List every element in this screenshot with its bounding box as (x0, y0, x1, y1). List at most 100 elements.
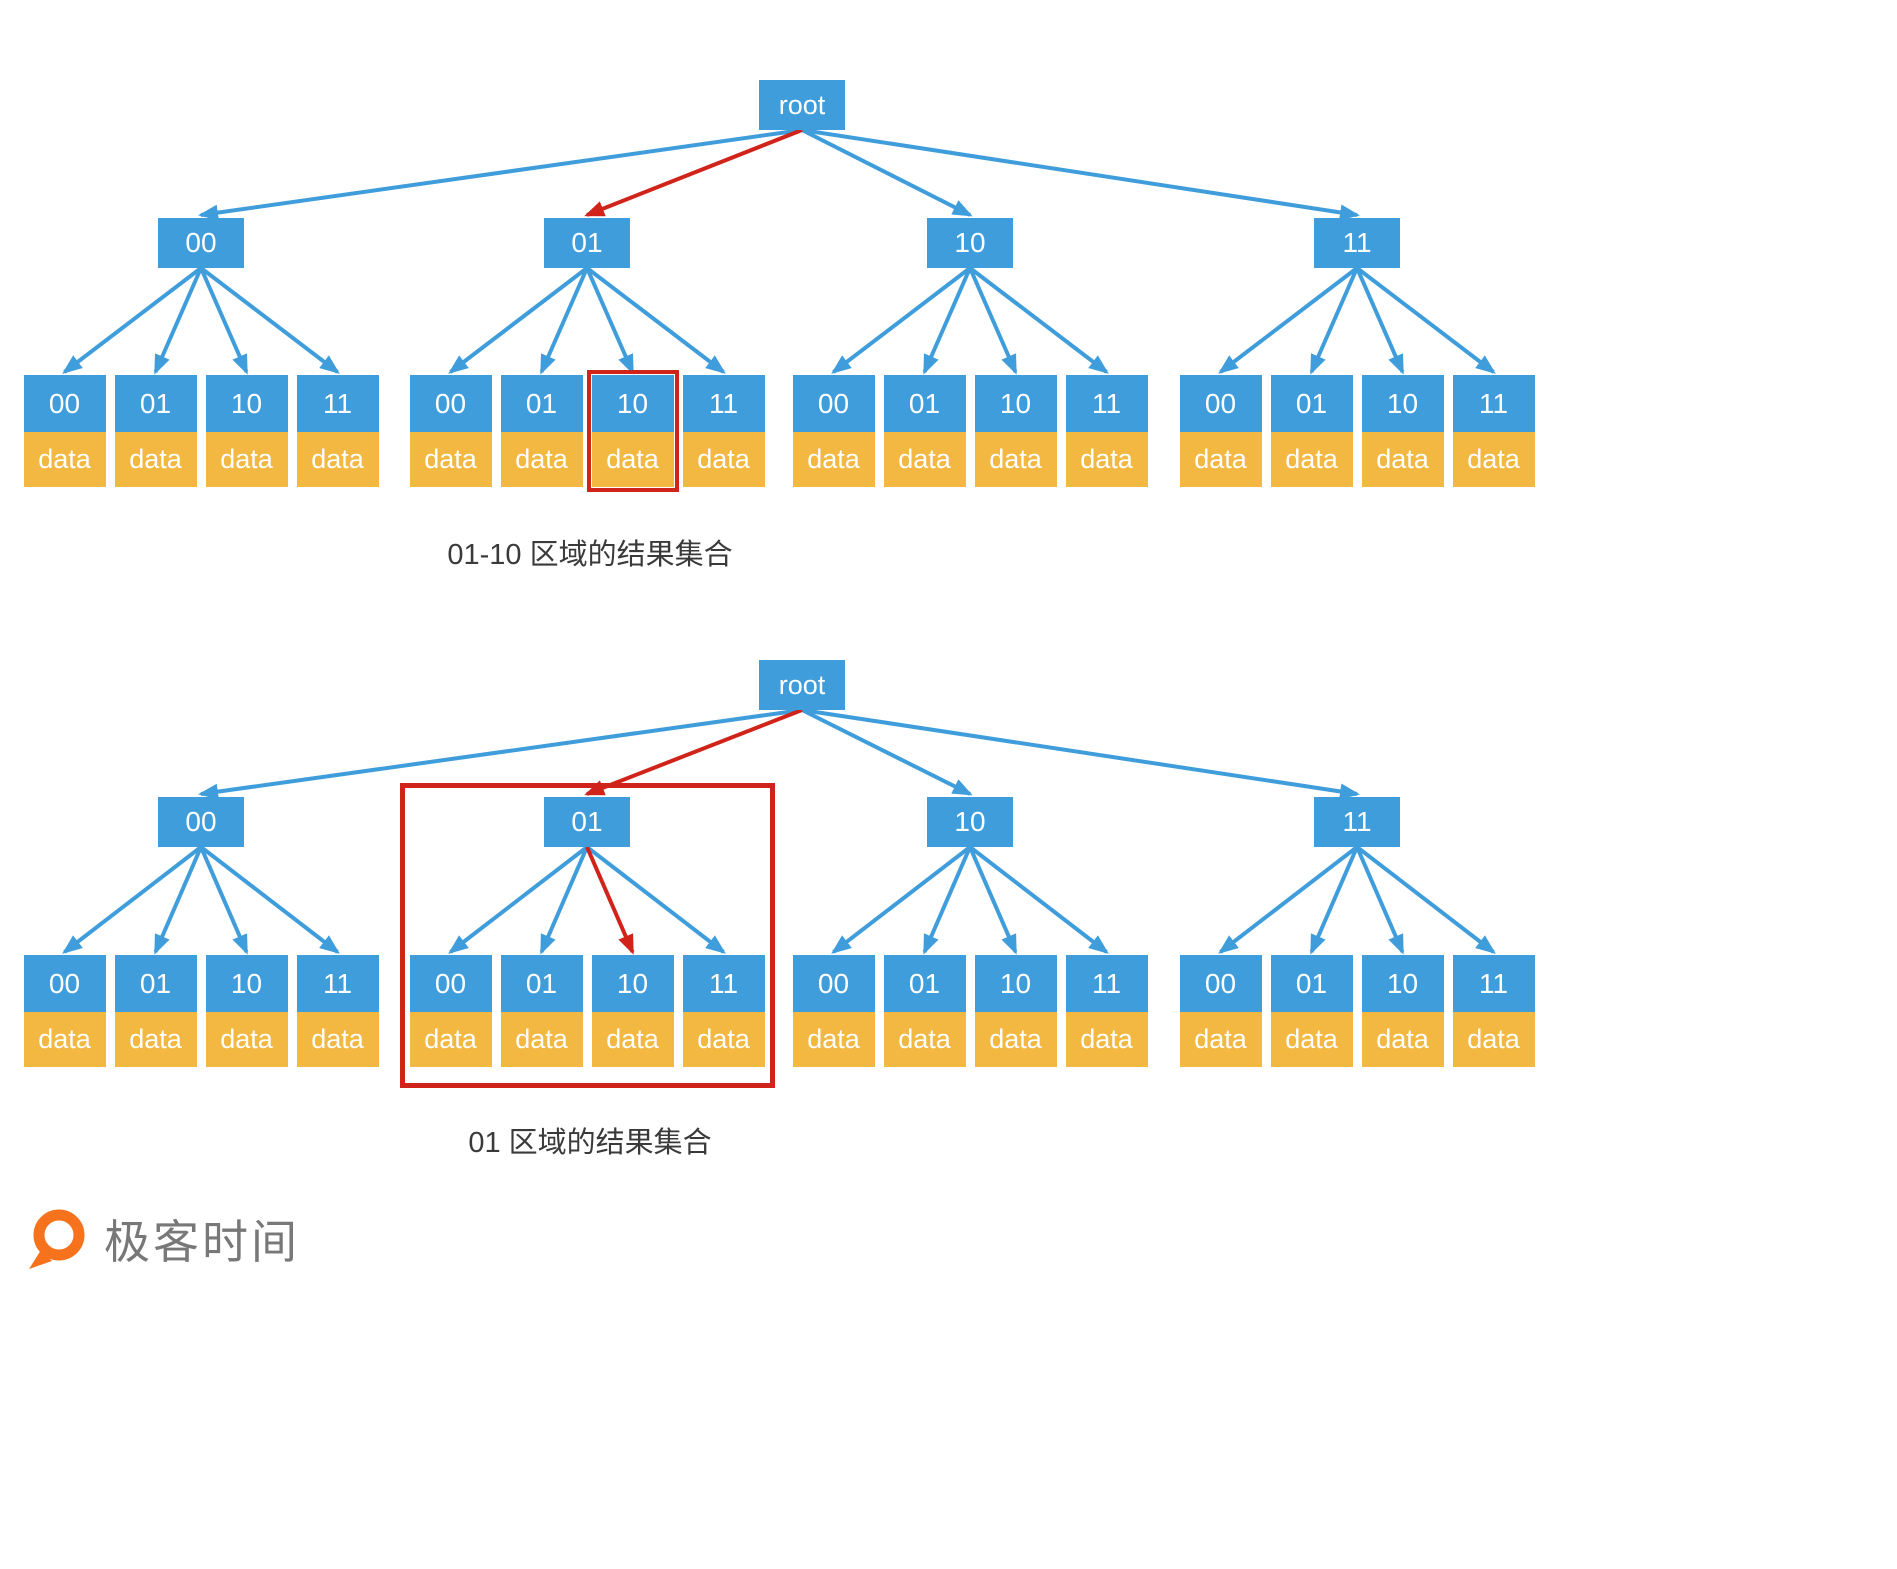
data-cell-01-00: data (409, 1012, 492, 1067)
leaf-node-00-11: 11 (296, 375, 379, 432)
leaf-node-10-00: 00 (792, 375, 875, 432)
leaf-node-01-01: 01 (500, 375, 583, 432)
data-cell-00-00: data (23, 432, 106, 487)
data-cell-01-01: data (500, 432, 583, 487)
root-node: root (759, 660, 845, 710)
tree-arrow (968, 845, 1109, 954)
leaf-node-01-00: 00 (409, 375, 492, 432)
geektime-logo-text: 极客时间 (104, 1216, 300, 1268)
tree-arrow (198, 708, 803, 800)
tree-arrow (539, 267, 589, 375)
data-cell-00-10: data (205, 1012, 288, 1067)
branch-node-10: 10 (927, 218, 1013, 268)
leaf-node-10-01: 01 (883, 955, 966, 1012)
data-cell-10-00: data (792, 1012, 875, 1067)
tree-arrow (801, 708, 1360, 800)
data-cell-11-01: data (1270, 432, 1353, 487)
data-cell-00-01: data (114, 432, 197, 487)
leaf-node-11-01: 01 (1270, 955, 1353, 1012)
branch-node-00: 00 (158, 218, 244, 268)
tree-arrow (831, 266, 972, 374)
leaf-node-10-11: 11 (1065, 375, 1148, 432)
leaf-node-00-00: 00 (23, 955, 106, 1012)
data-cell-10-10: data (974, 432, 1057, 487)
tree-arrow (1218, 266, 1359, 374)
leaf-node-11-10: 10 (1361, 375, 1444, 432)
leaf-node-00-01: 01 (114, 375, 197, 432)
data-cell-11-00: data (1179, 432, 1262, 487)
tree-arrow (153, 267, 203, 375)
leaf-node-11-11: 11 (1452, 375, 1535, 432)
tree-arrow (539, 846, 589, 955)
tree-arrow (1355, 266, 1496, 374)
leaf-node-01-10: 10 (591, 955, 674, 1012)
leaf-node-10-10: 10 (974, 375, 1057, 432)
leaf-node-10-01: 01 (883, 375, 966, 432)
tree-arrow (448, 845, 589, 954)
data-cell-10-10: data (974, 1012, 1057, 1067)
branch-node-01: 01 (544, 797, 630, 847)
highlight-box-subtree (399, 783, 775, 1088)
branch-node-11: 11 (1314, 797, 1400, 847)
tree-arrow (922, 267, 972, 375)
leaf-node-11-00: 00 (1179, 955, 1262, 1012)
tree-arrow (448, 266, 589, 374)
tree-arrow (585, 267, 635, 375)
data-cell-11-01: data (1270, 1012, 1353, 1067)
geektime-logo: 极客时间 (28, 1206, 300, 1272)
geektime-q-icon (29, 1209, 85, 1269)
leaf-node-01-11: 11 (682, 375, 765, 432)
data-cell-10-01: data (883, 1012, 966, 1067)
leaf-node-00-10: 10 (205, 375, 288, 432)
branch-node-11: 11 (1314, 218, 1400, 268)
tree-arrow (1355, 845, 1496, 954)
tree2-caption: 01 区域的结果集合 (468, 1127, 712, 1159)
leaf-node-00-01: 01 (114, 955, 197, 1012)
tree-arrow (199, 267, 249, 375)
tree-arrow (62, 266, 203, 374)
tree-arrow (831, 845, 972, 954)
geektime-q-ring (33, 1209, 85, 1261)
tree-arrow (801, 128, 973, 217)
branch-node-10: 10 (927, 797, 1013, 847)
data-cell-10-11: data (1065, 1012, 1148, 1067)
leaf-node-00-10: 10 (205, 955, 288, 1012)
data-cell-01-10: data (591, 432, 674, 487)
tree-arrow (153, 846, 203, 955)
leaf-node-10-11: 11 (1065, 955, 1148, 1012)
data-cell-11-11: data (1452, 432, 1535, 487)
branch-node-00: 00 (158, 797, 244, 847)
leaf-node-11-10: 10 (1361, 955, 1444, 1012)
leaf-node-00-00: 00 (23, 375, 106, 432)
tree-arrow (968, 266, 1109, 374)
tree-arrow (922, 846, 972, 955)
tree-arrow (199, 266, 340, 374)
data-cell-01-00: data (409, 432, 492, 487)
leaf-node-01-01: 01 (500, 955, 583, 1012)
tree-arrow (968, 846, 1018, 955)
leaf-node-11-11: 11 (1452, 955, 1535, 1012)
tree-arrow (584, 128, 803, 217)
data-cell-11-10: data (1361, 432, 1444, 487)
data-cell-00-11: data (296, 1012, 379, 1067)
data-cell-10-01: data (883, 432, 966, 487)
data-cell-01-10: data (591, 1012, 674, 1067)
branch-node-01: 01 (544, 218, 630, 268)
data-cell-10-00: data (792, 432, 875, 487)
tree-arrow (585, 266, 726, 374)
tree1-caption: 01-10 区域的结果集合 (447, 539, 733, 571)
data-cell-11-00: data (1179, 1012, 1262, 1067)
tree-arrow (1309, 267, 1359, 375)
data-cell-00-01: data (114, 1012, 197, 1067)
leaf-node-00-11: 11 (296, 955, 379, 1012)
leaf-node-01-00: 00 (409, 955, 492, 1012)
tree-arrow (198, 128, 803, 221)
highlight-box-leaf (586, 370, 679, 492)
data-cell-01-01: data (500, 1012, 583, 1067)
geektime-q-tail (29, 1250, 52, 1269)
data-cell-11-11: data (1452, 1012, 1535, 1067)
tree-arrow (585, 846, 635, 955)
leaf-node-11-01: 01 (1270, 375, 1353, 432)
tree-arrow (584, 708, 803, 796)
